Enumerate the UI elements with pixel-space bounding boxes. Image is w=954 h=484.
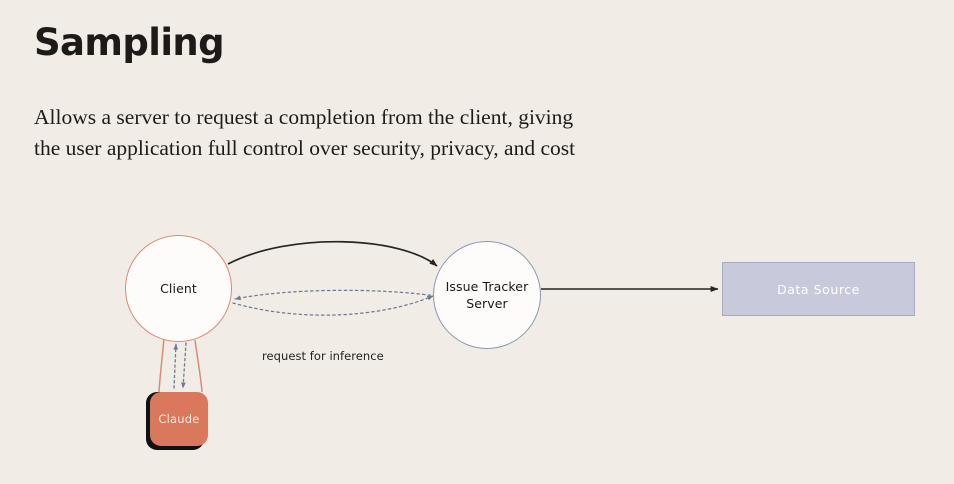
edge-client-to-server — [227, 240, 438, 267]
diagram-node-client[interactable]: Client — [125, 235, 232, 342]
claude-card[interactable]: Claude — [150, 392, 208, 446]
diagram-node-server-label-line-2: Server — [466, 296, 508, 311]
diagram-node-client-label: Client — [160, 281, 197, 296]
page-subtitle-line-2: the user application full control over s… — [34, 136, 576, 160]
diagram-node-claude-label: Claude — [158, 412, 200, 426]
page-title: Sampling — [34, 21, 225, 64]
page-subtitle: Allows a server to request a completion … — [34, 102, 674, 164]
diagram-node-data-source-label: Data Source — [777, 281, 860, 297]
diagram-node-claude[interactable]: Claude — [146, 392, 208, 450]
rail-left-client-claude — [158, 337, 165, 393]
page-subtitle-line-1: Allows a server to request a completion … — [34, 105, 574, 129]
diagram-node-server-label-line-1: Issue Tracker — [445, 279, 529, 294]
edge-client-to-server-inference — [232, 295, 434, 316]
edge-server-to-client — [234, 289, 437, 301]
diagram-node-issue-tracker-server[interactable]: Issue Tracker Server — [433, 241, 541, 349]
edge-label-request-for-inference: request for inference — [262, 349, 384, 363]
diagram-node-data-source[interactable]: Data Source — [722, 262, 915, 316]
diagram-node-server-label: Issue Tracker Server — [446, 278, 529, 312]
rail-right-client-claude — [194, 339, 203, 393]
edge-claude-to-client — [173, 343, 179, 389]
edge-client-to-claude — [180, 342, 187, 389]
